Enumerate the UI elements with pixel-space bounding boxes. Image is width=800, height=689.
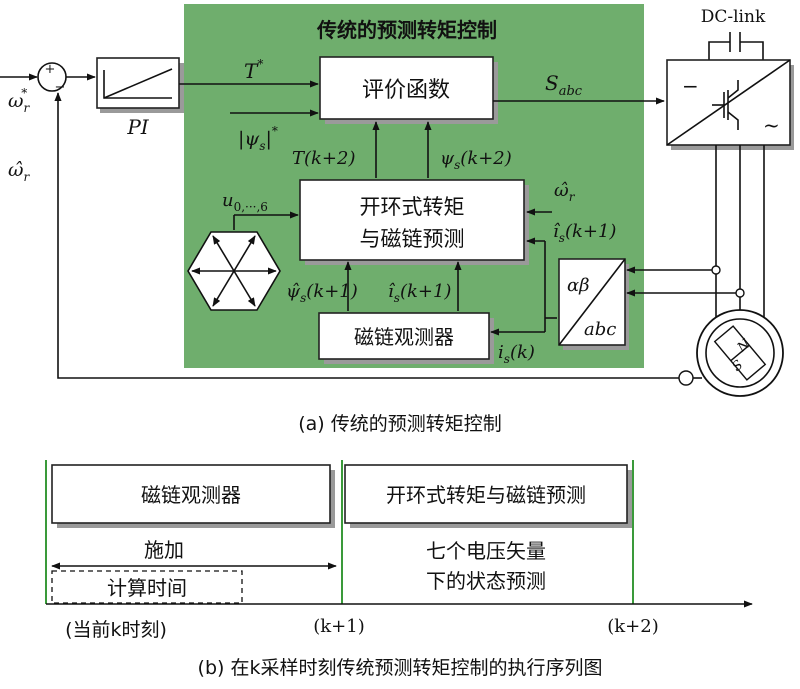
apply-label: 施加 bbox=[144, 538, 184, 562]
i-hat-label: îs(k+1) bbox=[388, 281, 451, 305]
is-k-label: is(k) bbox=[498, 342, 535, 366]
prediction-line1: 开环式转矩 bbox=[360, 195, 465, 219]
voltage-vectors-icon bbox=[191, 235, 277, 307]
green-panel-title: 传统的预测转矩控制 bbox=[316, 18, 497, 42]
cost-function-label: 评价函数 bbox=[362, 78, 450, 103]
pi-label: PI bbox=[126, 115, 149, 139]
igbt-icon bbox=[712, 80, 739, 130]
prediction-box bbox=[299, 179, 525, 261]
sense-node-b bbox=[735, 288, 745, 298]
caption-b: (b) 在k采样时刻传统预测转矩控制的执行序列图 bbox=[198, 657, 603, 679]
compute-time-box bbox=[51, 570, 243, 604]
cost-function-box bbox=[319, 56, 494, 120]
motor-magnet bbox=[713, 325, 767, 381]
sense-node-a bbox=[711, 265, 721, 275]
inverter-minus: − bbox=[682, 74, 699, 98]
vector-label: u0,···,6 bbox=[222, 190, 268, 214]
prediction-line2: 与磁链预测 bbox=[360, 227, 465, 251]
torque-pred-label: T(k+2) bbox=[292, 148, 356, 169]
tick-k2-label: (k+2) bbox=[607, 616, 659, 637]
dc-link-capacitor bbox=[708, 32, 764, 60]
caption-a: (a) 传统的预测转矩控制 bbox=[298, 413, 502, 435]
flux-ref-label: |ψs|* bbox=[238, 124, 278, 153]
pi-axes-icon bbox=[103, 70, 172, 99]
i-hat-k1-label: îs(k+1) bbox=[553, 221, 616, 245]
timeline-predict-box bbox=[344, 464, 628, 524]
plus-sign: + bbox=[45, 62, 56, 77]
encoder-icon bbox=[678, 370, 694, 386]
sabc-label: Sabc bbox=[545, 71, 583, 99]
vectors-line2: 下的状态预测 bbox=[426, 569, 546, 593]
vectors-line1: 七个电压矢量 bbox=[426, 539, 546, 563]
tick-k-label: (当前k时刻) bbox=[65, 619, 167, 641]
observer-label: 磁链观测器 bbox=[354, 325, 454, 349]
transform-diagonal bbox=[558, 258, 626, 346]
psi-hat-label: ψ̂s(k+1) bbox=[286, 281, 358, 305]
tick-k1-label: (k+1) bbox=[313, 616, 365, 637]
observer-box bbox=[318, 312, 490, 360]
alpha-beta-label: αβ bbox=[567, 275, 590, 296]
speed-feedback-line bbox=[54, 92, 679, 379]
torque-ref-label: T* bbox=[244, 57, 263, 83]
omega-ref-label: ωr* bbox=[8, 86, 31, 115]
timeline-observer-label: 磁链观测器 bbox=[141, 483, 241, 507]
compute-time-label: 计算时间 bbox=[107, 576, 187, 600]
omega-hat-label: ω̂r bbox=[554, 180, 576, 204]
pi-ramp-icon bbox=[103, 68, 173, 99]
flux-pred-label: ψs(k+2) bbox=[440, 148, 512, 172]
omega-fb-label: ω̂r bbox=[8, 159, 31, 184]
inverter-tilde: ~ bbox=[763, 113, 780, 137]
timeline-predict-label: 开环式转矩与磁链预测 bbox=[386, 483, 586, 507]
minus-sign: − bbox=[55, 80, 66, 95]
dc-link-label: DC-link bbox=[701, 7, 766, 27]
timeline-observer-box bbox=[51, 464, 331, 524]
abc-label: abc bbox=[584, 319, 616, 340]
